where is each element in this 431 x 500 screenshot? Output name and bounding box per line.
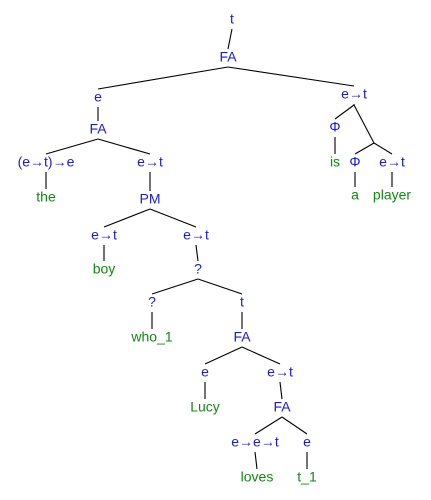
tree-edge	[151, 278, 199, 295]
tree-edges	[45, 28, 393, 470]
type-node-fa: FA	[89, 121, 107, 137]
type-node-t: t	[240, 294, 244, 310]
type-node-q: ?	[194, 261, 202, 277]
type-node-e-to-e-to-t: e→e→t	[231, 434, 279, 450]
word-the: the	[36, 189, 56, 205]
tree-edge	[97, 138, 151, 155]
type-node-q: ?	[148, 294, 156, 310]
type-node-phi: Φ	[329, 119, 340, 135]
word-player: player	[373, 187, 411, 203]
tree-edge	[227, 28, 233, 50]
type-node-e-to-t: e→t	[341, 86, 367, 102]
type-node-fa: FA	[219, 49, 237, 65]
type-node-e-to-t: e→t	[183, 227, 209, 243]
type-node-e-to-t-to-e: (e→t)→e	[18, 154, 75, 170]
word-t_1: t_1	[297, 469, 317, 485]
word-who_1: who_1	[130, 329, 172, 345]
tree-edge	[204, 346, 243, 365]
type-node-fa: FA	[273, 399, 291, 415]
word-loves: loves	[241, 469, 274, 485]
type-node-fa: FA	[233, 329, 251, 345]
type-node-e: e	[94, 89, 102, 105]
word-a: a	[351, 187, 359, 203]
type-node-phi: Φ	[349, 154, 360, 170]
tree-edge	[279, 381, 283, 400]
tree-edge	[45, 138, 99, 155]
type-node-e-to-t: e→t	[91, 227, 117, 243]
tree-edge	[241, 346, 281, 365]
type-node-e: e	[303, 434, 311, 450]
word-is: is	[330, 154, 340, 170]
tree-labels: tFAeFA(e→t)→ethee→tPMe→tboye→t??who_1tFA…	[18, 11, 412, 485]
word-lucy: Lucy	[190, 399, 220, 415]
type-node-pm: PM	[140, 191, 161, 207]
tree-edge	[227, 66, 355, 87]
type-node-t: t	[230, 11, 234, 27]
type-node-e-to-t: e→t	[267, 364, 293, 380]
tree-edge	[97, 66, 229, 90]
tree-edge	[281, 416, 308, 435]
tree-edge	[254, 451, 258, 470]
tree-edge	[254, 416, 283, 435]
tree-edge	[354, 142, 375, 155]
type-node-e-to-t: e→t	[137, 154, 163, 170]
word-boy: boy	[93, 261, 116, 277]
tree-edge	[197, 278, 243, 295]
type-node-e: e	[201, 364, 209, 380]
tree-edge	[334, 104, 355, 120]
tree-edge	[149, 208, 197, 228]
tree-edge	[195, 244, 199, 262]
type-node-e-to-t: e→t	[379, 154, 405, 170]
tree-edge	[373, 142, 393, 155]
tree-edge	[353, 104, 375, 144]
tree-edge	[103, 208, 151, 228]
